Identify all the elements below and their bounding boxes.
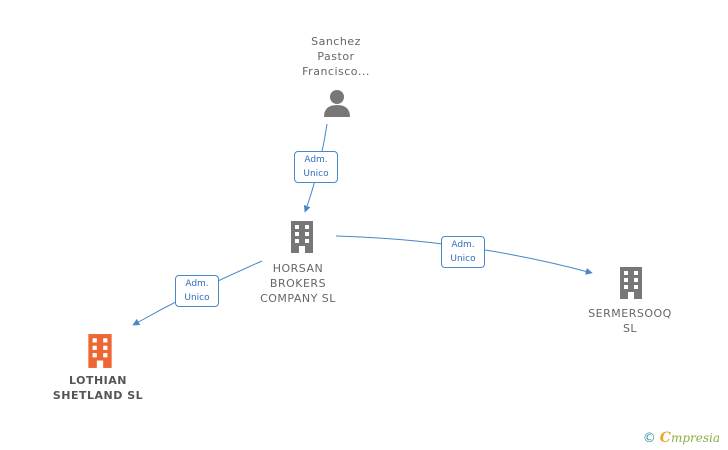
edge-label-person-horsan[interactable]: Adm. Unico: [294, 151, 338, 183]
building-icon[interactable]: [288, 220, 316, 254]
edge-label-line-1: Adm.: [304, 155, 328, 165]
edge-label-line-1: Adm.: [185, 279, 209, 289]
edge-label-line-2: Unico: [450, 254, 476, 264]
empresia-watermark: © Cmpresia: [643, 430, 720, 446]
lothian-node-label[interactable]: LOTHIAN SHETLAND SL: [40, 373, 156, 403]
sermersooq-label-line-2: SL: [622, 322, 638, 335]
brand-name: mpresia: [670, 431, 720, 445]
person-label-line-2: Pastor: [317, 50, 355, 63]
building-icon[interactable]: [85, 333, 115, 369]
horsan-label-line-2: BROKERS: [269, 277, 327, 290]
lothian-label-line-2: SHETLAND SL: [52, 389, 144, 402]
brand-initial: C: [659, 430, 671, 446]
edge-label-horsan-lothian[interactable]: Adm. Unico: [175, 275, 219, 307]
person-label-line-3: Francisco...: [302, 65, 370, 78]
person-icon[interactable]: [322, 88, 352, 118]
edge-label-horsan-sermersooq[interactable]: Adm. Unico: [441, 236, 485, 268]
person-label-line-1: Sanchez: [311, 35, 361, 48]
sermersooq-node-label[interactable]: SERMERSOOQ SL: [580, 306, 680, 336]
horsan-label-line-1: HORSAN: [272, 262, 324, 275]
sermersooq-label-line-1: SERMERSOOQ: [588, 307, 672, 320]
building-icon[interactable]: [617, 266, 645, 300]
horsan-label-line-3: COMPANY SL: [260, 292, 336, 305]
lothian-label-line-1: LOTHIAN: [69, 374, 127, 387]
horsan-node-label[interactable]: HORSAN BROKERS COMPANY SL: [248, 261, 348, 306]
person-node-label[interactable]: Sanchez Pastor Francisco...: [288, 34, 384, 79]
edge-label-line-1: Adm.: [451, 240, 475, 250]
edge-label-line-2: Unico: [303, 169, 329, 179]
copyright-symbol: ©: [642, 430, 656, 446]
edge-label-line-2: Unico: [184, 293, 210, 303]
